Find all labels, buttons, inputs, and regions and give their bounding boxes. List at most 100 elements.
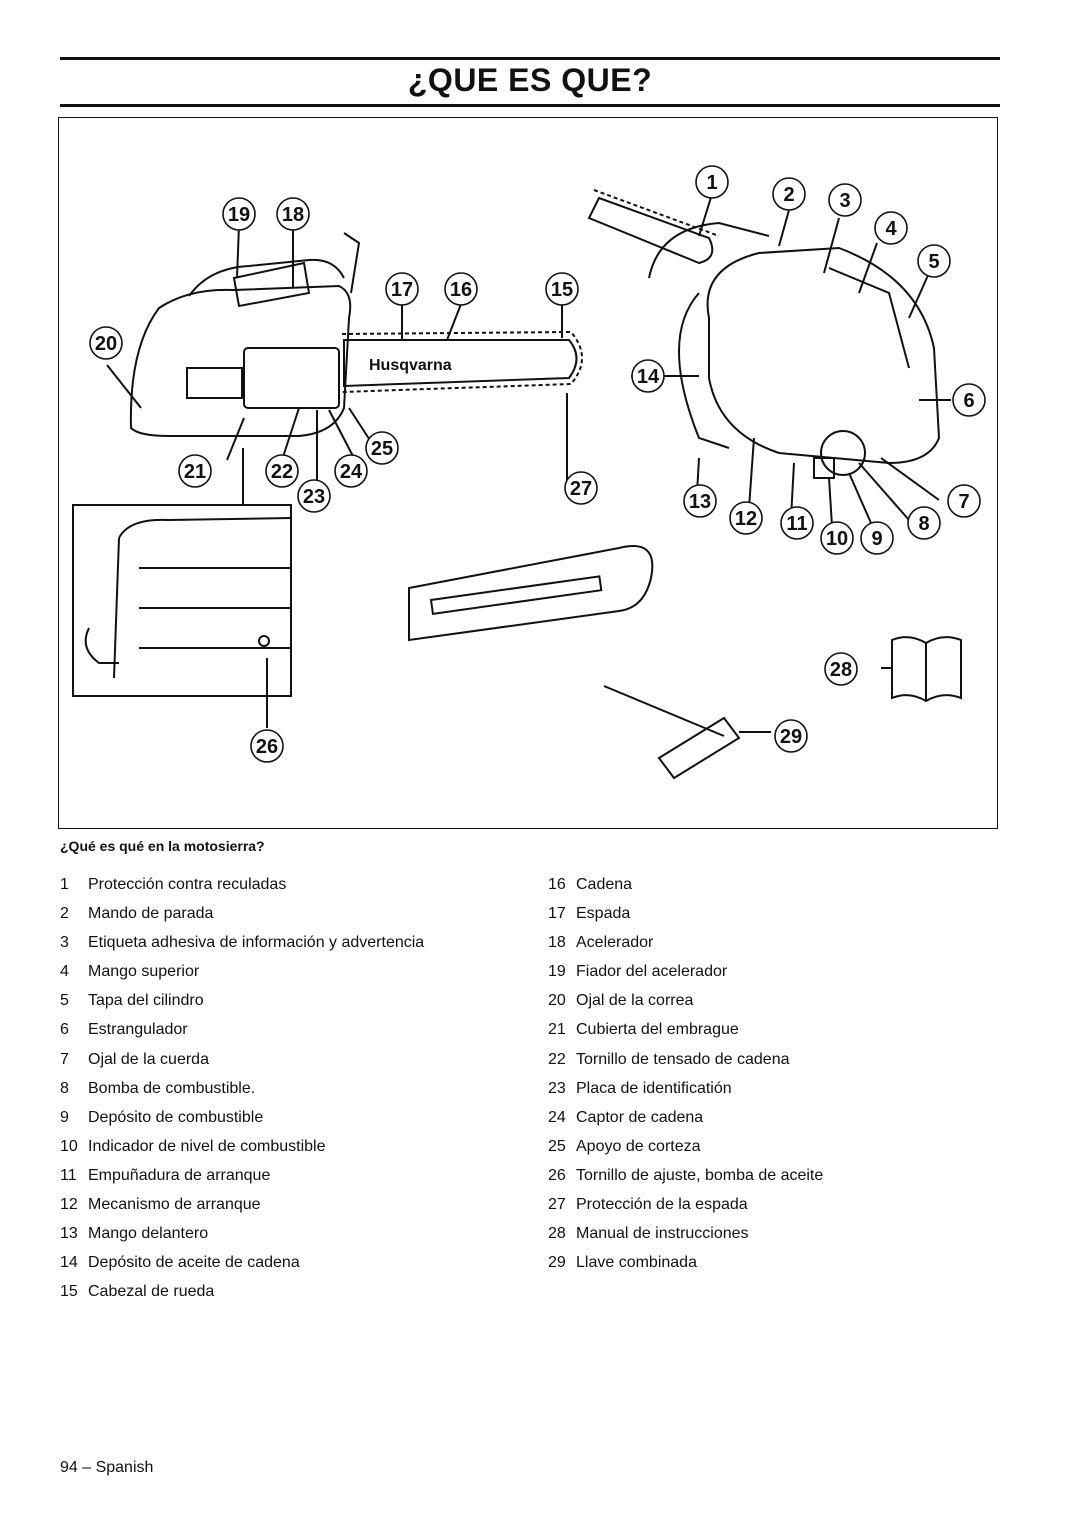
callout-circle xyxy=(952,383,986,417)
part-item: 1 Protección contra reculadas xyxy=(60,870,424,899)
part-number: 14 xyxy=(60,1254,78,1272)
callout-circle xyxy=(820,521,854,555)
callout-number: 2 xyxy=(783,184,794,206)
callout-20: 20 xyxy=(89,326,123,360)
callout-number: 3 xyxy=(839,190,850,212)
callout-26: 26 xyxy=(250,729,284,763)
callout-circle xyxy=(89,326,123,360)
part-label: Bomba de combustible. xyxy=(88,1079,256,1097)
callout-number: 15 xyxy=(551,279,573,301)
callout-12: 12 xyxy=(729,501,763,535)
callout-number: 9 xyxy=(871,528,882,550)
part-number: 4 xyxy=(60,963,69,981)
callout-circle xyxy=(907,506,941,540)
callout-5: 5 xyxy=(917,244,951,278)
part-label: Ojal de la correa xyxy=(576,992,694,1010)
callout-7: 7 xyxy=(947,484,981,518)
callout-number: 6 xyxy=(963,390,974,412)
callout-1: 1 xyxy=(695,165,729,199)
callout-14: 14 xyxy=(631,359,665,393)
rear-saw-primer xyxy=(813,457,835,479)
callout-number: 20 xyxy=(95,333,117,355)
callout-22: 22 xyxy=(265,454,299,488)
part-label: Indicador de nivel de combustible xyxy=(88,1137,326,1155)
brand-label: Husqvarna xyxy=(369,357,452,374)
callout-circle xyxy=(444,272,478,306)
callout-11: 11 xyxy=(780,506,814,540)
part-number: 27 xyxy=(548,1196,566,1214)
side-saw-clutch-cover xyxy=(243,347,340,409)
part-label: Tornillo de ajuste, bomba de aceite xyxy=(576,1166,824,1184)
callout-circle xyxy=(545,272,579,306)
callout-circle xyxy=(683,484,717,518)
callout-17: 17 xyxy=(385,272,419,306)
part-number: 3 xyxy=(60,934,69,952)
part-number: 7 xyxy=(60,1050,69,1068)
part-item: 26 Tornillo de ajuste, bomba de aceite xyxy=(548,1161,823,1190)
callout-18: 18 xyxy=(276,197,310,231)
part-label: Captor de cadena xyxy=(576,1108,704,1126)
part-number: 16 xyxy=(548,876,566,893)
callout-29: 29 xyxy=(774,719,808,753)
callout-number: 18 xyxy=(282,204,304,226)
part-number: 19 xyxy=(548,963,566,981)
callout-10: 10 xyxy=(820,521,854,555)
callout-circle xyxy=(250,729,284,763)
callout-9: 9 xyxy=(860,521,894,555)
callout-23: 23 xyxy=(297,479,331,513)
rear-saw-cylinder xyxy=(828,267,910,369)
part-item: 3 Etiqueta adhesiva de información y adve… xyxy=(60,928,424,957)
part-label: Mecanismo de arranque xyxy=(88,1196,261,1214)
callout-circle xyxy=(564,471,598,505)
part-label: Etiqueta adhesiva de información y adver… xyxy=(88,934,425,952)
callout-circle xyxy=(780,506,814,540)
part-number: 12 xyxy=(60,1196,78,1214)
callout-circle xyxy=(828,183,862,217)
figure-caption: ¿Qué es qué en la motosierra? xyxy=(60,838,265,854)
callout-number: 26 xyxy=(256,736,278,758)
callout-number: 13 xyxy=(689,491,711,513)
part-label: Mando de parada xyxy=(88,905,214,923)
callout-21: 21 xyxy=(178,454,212,488)
part-number: 26 xyxy=(548,1166,566,1184)
callout-number: 21 xyxy=(184,461,206,483)
rear-saw-bar xyxy=(587,196,714,265)
callout-4: 4 xyxy=(874,211,908,245)
part-label: Depósito de combustible xyxy=(88,1108,264,1126)
callout-circle xyxy=(222,197,256,231)
callout-circle xyxy=(695,165,729,199)
callout-number: 7 xyxy=(958,491,969,513)
callout-3: 3 xyxy=(828,183,862,217)
callout-number: 23 xyxy=(303,486,325,508)
part-label: Mango delantero xyxy=(88,1225,209,1243)
part-label: Protección contra reculadas xyxy=(88,876,287,893)
title-underline xyxy=(60,104,1000,107)
callout-circle xyxy=(276,197,310,231)
callout-number: 5 xyxy=(928,251,939,273)
callout-16: 16 xyxy=(444,272,478,306)
callout-number: 28 xyxy=(830,659,852,681)
callout-6: 6 xyxy=(952,383,986,417)
callout-24: 24 xyxy=(334,454,368,488)
part-number: 1 xyxy=(60,876,69,893)
callout-circle xyxy=(385,272,419,306)
callout-number: 17 xyxy=(391,279,413,301)
combi-key-shaft xyxy=(603,685,725,737)
part-number: 28 xyxy=(548,1225,566,1243)
rear-saw-body xyxy=(706,246,941,465)
part-label: Empuñadura de arranque xyxy=(88,1166,271,1184)
